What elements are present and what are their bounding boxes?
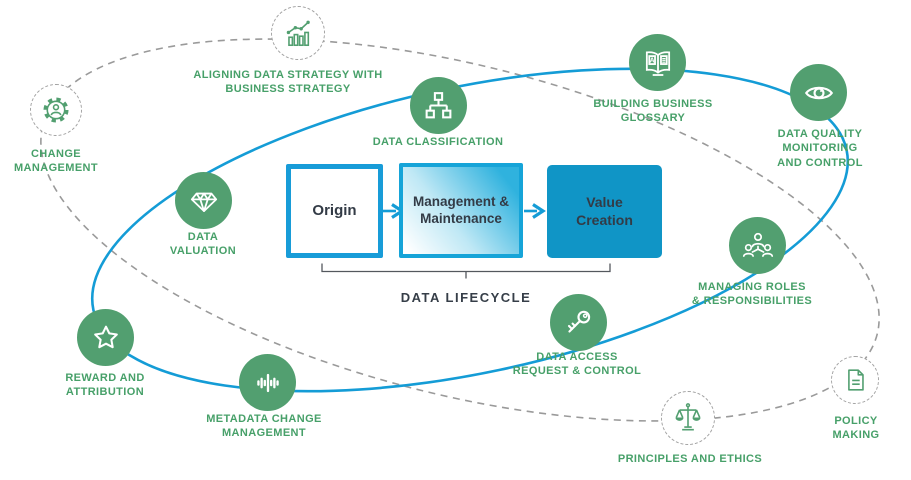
- data-lifecycle-caption: DATA LIFECYCLE: [400, 290, 532, 305]
- key-icon: [562, 306, 596, 340]
- eye-icon: [802, 76, 836, 110]
- label-building-business-glossary: BUILDING BUSINESS GLOSSARY: [593, 98, 713, 125]
- management-maintenance-box-label: Management & Maintenance: [412, 193, 510, 226]
- node-data-quality-monitoring: [790, 64, 847, 121]
- label-aligning-data-strategy: ALIGNING DATA STRATEGY WITH BUSINESS STR…: [193, 69, 383, 96]
- glossary-book-icon: A: [641, 46, 675, 80]
- label-change-management: CHANGE MANAGEMENT: [13, 148, 99, 175]
- label-data-classification: DATA CLASSIFICATION: [372, 136, 504, 148]
- origin-box-label: Origin: [312, 201, 357, 219]
- team-icon: [741, 229, 775, 263]
- label-data-access-request: DATA ACCESS REQUEST & CONTROL: [512, 351, 642, 378]
- node-policy-making: [831, 356, 879, 404]
- value-creation-box-label: Value Creation: [576, 194, 633, 228]
- node-building-business-glossary: A: [629, 34, 686, 91]
- hierarchy-icon: [422, 89, 455, 122]
- node-aligning-data-strategy: [271, 6, 325, 60]
- node-change-management: [30, 84, 82, 136]
- growth-chart-icon: [281, 16, 315, 50]
- gear-person-icon: [39, 93, 73, 127]
- label-metadata-change-management: METADATA CHANGE MANAGEMENT: [206, 413, 322, 440]
- diamond-icon: [187, 184, 221, 218]
- node-data-valuation: [175, 172, 232, 229]
- node-principles-and-ethics: [661, 391, 715, 445]
- label-reward-attribution: REWARD AND ATTRIBUTION: [65, 372, 145, 399]
- label-data-valuation: DATA VALUATION: [169, 231, 237, 258]
- lifecycle-bracket: [321, 263, 611, 279]
- policy-document-icon: [840, 365, 870, 395]
- scales-icon: [671, 401, 705, 435]
- svg-text:A: A: [649, 57, 654, 64]
- node-data-classification: [410, 77, 467, 134]
- waveform-icon: [251, 366, 285, 400]
- arrow-management-to-value-icon: [524, 203, 546, 219]
- value-creation-box: Value Creation: [547, 165, 662, 258]
- star-icon: [89, 321, 123, 355]
- node-managing-roles: [729, 217, 786, 274]
- origin-box: Origin: [286, 164, 383, 258]
- label-data-quality-monitoring: DATA QUALITY MONITORING AND CONTROL: [777, 128, 863, 169]
- label-policy-making: POLICY MAKING: [832, 415, 880, 442]
- label-managing-roles: MANAGING ROLES & RESPONSIBILITIES: [691, 281, 813, 308]
- management-maintenance-box: Management & Maintenance: [399, 163, 523, 258]
- label-principles-and-ethics: PRINCIPLES AND ETHICS: [617, 453, 763, 465]
- node-metadata-change-management: [239, 354, 296, 411]
- node-reward-attribution: [77, 309, 134, 366]
- node-data-access-request: [550, 294, 607, 351]
